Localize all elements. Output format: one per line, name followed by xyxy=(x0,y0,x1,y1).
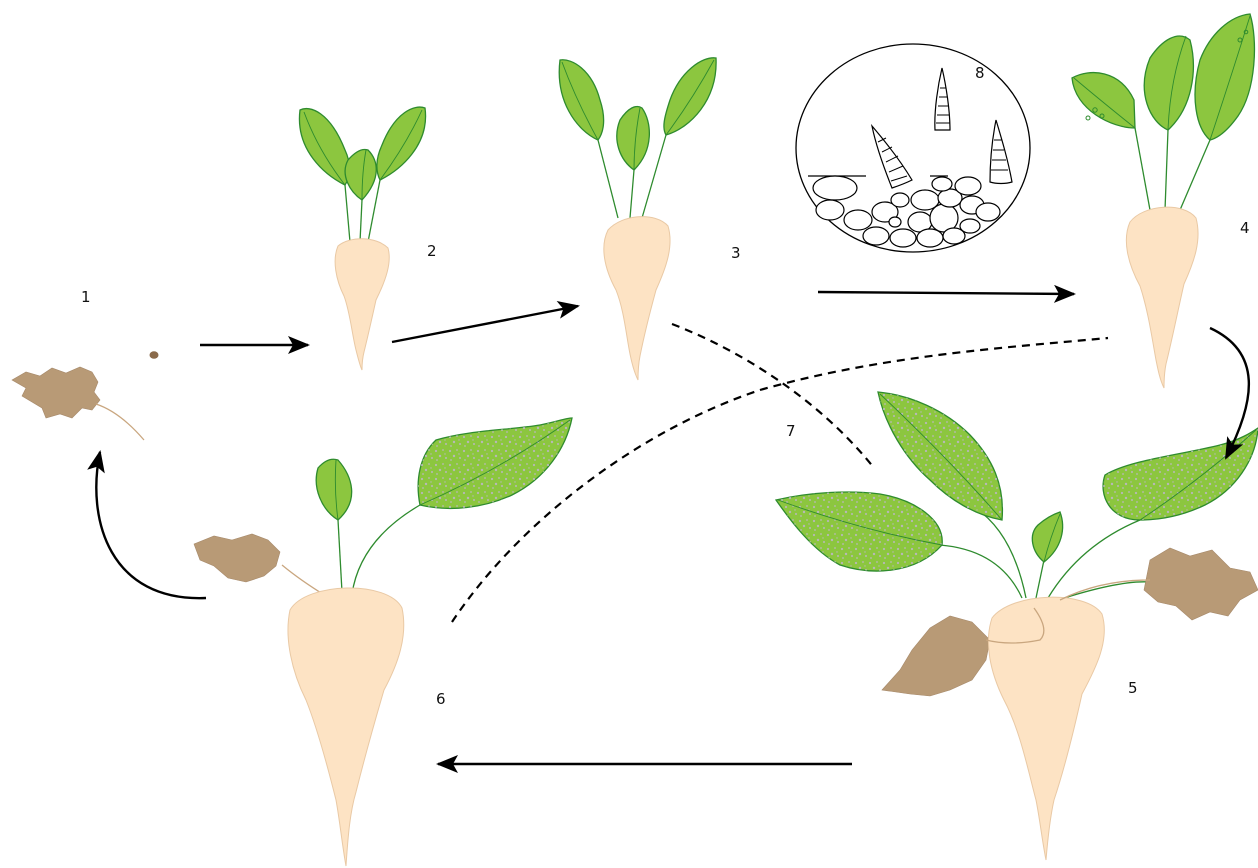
mature-root xyxy=(988,597,1104,860)
stage-4-infected-plant xyxy=(1072,14,1254,388)
stage-3-young-plant xyxy=(559,58,716,380)
label-stage-6: 6 xyxy=(436,690,446,708)
stage-5-severely-infected-plant xyxy=(776,392,1258,860)
label-stage-8: 8 xyxy=(975,64,985,82)
seed xyxy=(150,351,159,359)
label-stage-3: 3 xyxy=(731,244,741,262)
dead-leaf xyxy=(1144,548,1258,620)
stage-1-infected-debris xyxy=(12,351,159,440)
mature-root xyxy=(288,588,404,866)
arrow-6-to-1 xyxy=(96,452,206,598)
arrow-3-to-4 xyxy=(818,292,1074,294)
label-stage-1: 1 xyxy=(81,288,91,306)
dead-leaf xyxy=(194,534,280,582)
stage-2-seedling xyxy=(299,107,425,370)
stage-6-mature-plant xyxy=(194,418,572,866)
label-stage-2: 2 xyxy=(427,242,437,260)
label-stage-4: 4 xyxy=(1240,219,1250,237)
dead-leaf xyxy=(882,616,990,696)
inset-8-magnified-spores xyxy=(796,44,1030,252)
dispersal-line-3-to-5 xyxy=(672,324,874,468)
label-stage-7: 7 xyxy=(786,422,796,440)
infected-plant-root xyxy=(1126,207,1198,388)
dispersal-line-6-to-4 xyxy=(452,338,1108,622)
dead-leaf-debris xyxy=(12,367,100,418)
young-root xyxy=(604,217,670,380)
seedling-root xyxy=(335,239,389,370)
label-stage-5: 5 xyxy=(1128,679,1138,697)
arrow-2-to-3 xyxy=(392,306,578,342)
